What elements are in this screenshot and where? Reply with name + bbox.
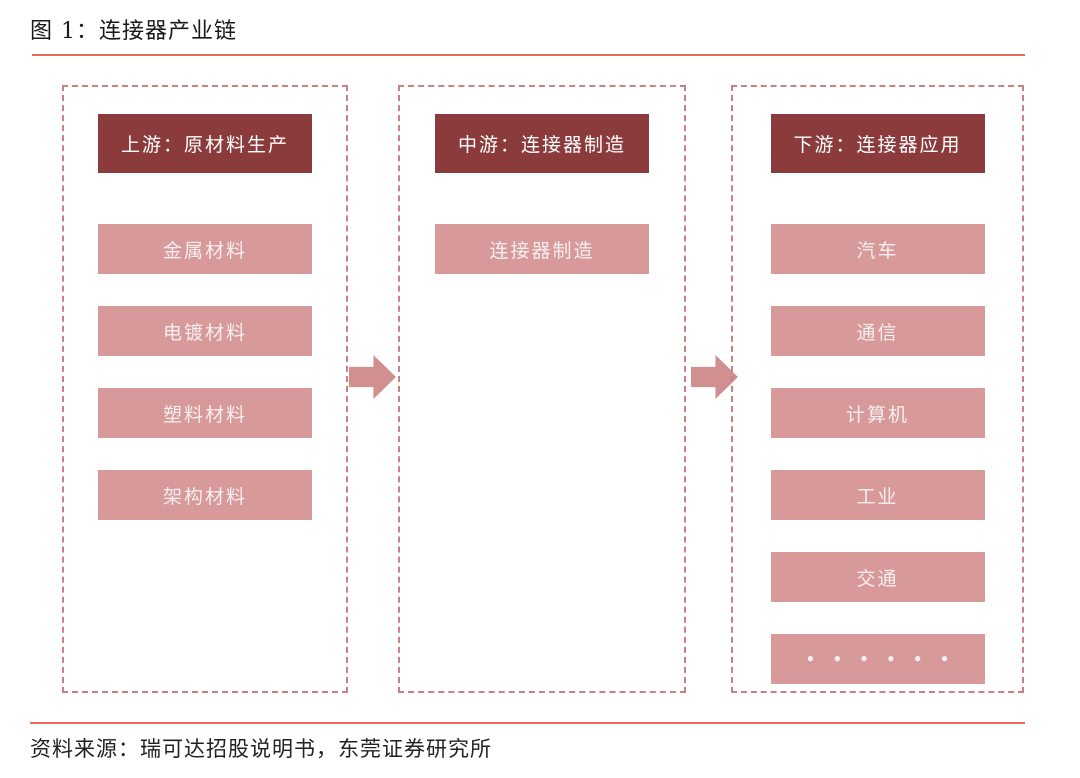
source-note: 资料来源：瑞可达招股说明书，东莞证券研究所 — [30, 737, 492, 761]
column-downstream: 下游：连接器应用 汽车 通信 计算机 工业 交通 • • • • • • — [731, 85, 1024, 693]
column-midstream: 中游：连接器制造 连接器制造 — [398, 85, 686, 693]
title-divider — [32, 54, 1025, 56]
item-plating-materials: 电镀材料 — [98, 306, 312, 356]
source-divider — [30, 722, 1025, 724]
column-header-midstream: 中游：连接器制造 — [435, 114, 649, 173]
item-communications: 通信 — [770, 306, 985, 356]
item-computer: 计算机 — [770, 388, 985, 438]
column-header-upstream: 上游：原材料生产 — [98, 114, 312, 173]
item-transportation: 交通 — [770, 552, 985, 602]
item-metal-materials: 金属材料 — [98, 224, 312, 274]
item-frame-materials: 架构材料 — [98, 470, 312, 520]
item-plastic-materials: 塑料材料 — [98, 388, 312, 438]
right-arrow-icon — [349, 355, 396, 399]
item-ellipsis: • • • • • • — [770, 634, 985, 684]
column-header-downstream: 下游：连接器应用 — [770, 114, 985, 173]
item-automotive: 汽车 — [770, 224, 985, 274]
item-connector-manufacturing: 连接器制造 — [435, 224, 649, 274]
figure-title: 图 1：连接器产业链 — [30, 19, 237, 44]
item-industrial: 工业 — [770, 470, 985, 520]
column-upstream: 上游：原材料生产 金属材料 电镀材料 塑料材料 架构材料 — [62, 85, 348, 693]
